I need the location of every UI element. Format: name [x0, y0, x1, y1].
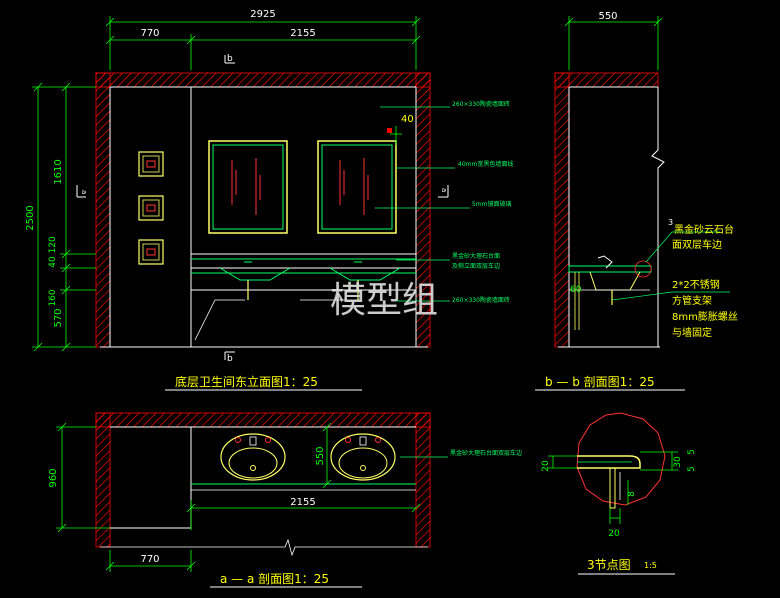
mirror-left — [208, 140, 288, 234]
section-bb-dim-550: 550 — [598, 11, 617, 22]
section-aa-dim-960: 960 — [48, 468, 59, 487]
section-aa-left-wall — [95, 412, 111, 548]
section-bb-slab — [554, 72, 659, 88]
basin-plan-right — [330, 433, 396, 481]
watermark: 模型组 — [330, 280, 438, 321]
note-mirror-glass: 5mm镜面玻璃 — [472, 200, 512, 208]
note-black-line: 40mm宽黑色墙面线 — [458, 160, 513, 168]
dim-40: 40 — [401, 114, 414, 125]
note-wall-tile-bottom: 260×330陶瓷墙面砖 — [452, 296, 510, 304]
mirror-right — [317, 140, 397, 234]
note-bb-5: 8mm膨胀螺丝 — [672, 310, 738, 323]
elevation-leaders — [375, 106, 470, 302]
dim-left-width: 770 — [140, 28, 159, 39]
elevation-dims-top — [105, 16, 421, 70]
svg-text:a: a — [440, 188, 448, 192]
node3-title: 3节点图 — [587, 558, 631, 572]
section-bb-dims — [564, 16, 663, 70]
svg-text:a: a — [80, 190, 88, 194]
vanity-countertop — [191, 253, 416, 341]
section-aa-title: a — a 剖面图1：25 — [220, 572, 329, 586]
dim-total-width: 2925 — [250, 9, 275, 20]
note-bb-4: 方管支架 — [672, 294, 712, 307]
node3-detail-circle — [576, 412, 666, 506]
dim-160: 160 — [48, 289, 58, 306]
node3-dims — [548, 451, 678, 524]
section-mark-b-top: b — [224, 54, 235, 64]
note-bb-2: 面双层车边 — [672, 238, 722, 251]
node3-dim-5b: 5 — [687, 466, 697, 472]
svg-text:b: b — [227, 354, 233, 364]
node3-countertop-profile — [577, 455, 641, 469]
node3-steel-support — [609, 467, 616, 509]
node3-dim-30: 30 — [673, 456, 683, 468]
section-bb-wall — [554, 72, 570, 348]
section-aa-note: 黑金砂大理石台面双层车边 — [450, 449, 522, 457]
section-aa-dims — [56, 422, 421, 572]
node3-dim-20-bottom: 20 — [608, 529, 620, 539]
dim-1610: 1610 — [53, 159, 64, 184]
note-wall-tile-top: 260×330陶瓷墙面砖 — [452, 100, 510, 108]
node3-scale: 1:5 — [644, 561, 657, 570]
elevation-title: 底层卫生间东立面图1：25 — [175, 374, 318, 389]
section-bb-basin — [568, 255, 652, 330]
note-bb-3: 2*2不锈钢 — [672, 278, 720, 291]
section-aa-view: 960 550 2155 770 黑金砂大理石台面双层车边 a — a 剖面图1… — [48, 412, 522, 588]
elevation-top-slab — [95, 72, 431, 88]
section-bb-leaders — [611, 231, 730, 301]
section-aa-dim-550: 550 — [315, 446, 326, 465]
section-aa-dim-770: 770 — [140, 554, 159, 565]
section-mark-b-bottom: b — [224, 351, 235, 364]
dim-570: 570 — [53, 308, 64, 327]
node3-dim-20-left: 20 — [541, 460, 551, 472]
dim-40-marker — [390, 126, 402, 145]
svg-text:b: b — [227, 54, 233, 64]
wall-accessory — [138, 151, 164, 177]
section-bb-view: 550 60 3 黑金砂云石台 面双层车边 2*2不锈钢 方管支架 8mm膨胀螺… — [535, 11, 738, 391]
elevation-view: 2925 770 2155 2500 1610 40 120 160 570 b — [25, 9, 513, 391]
section-aa-right-wall — [415, 412, 431, 548]
section-bb-marker: 3 — [668, 218, 673, 227]
elevation-dims-left — [32, 82, 96, 352]
node3-dim-8: 8 — [627, 491, 637, 497]
note-countertop-2: 及侧立面双层车边 — [452, 262, 500, 270]
dim-total-height: 2500 — [25, 205, 36, 230]
wall-accessory — [138, 239, 164, 265]
wall-accessory — [138, 195, 164, 221]
note-bb-6: 与墙固定 — [672, 326, 712, 339]
section-aa-dim-2155: 2155 — [290, 497, 315, 508]
basin-plan-left — [220, 433, 286, 481]
note-countertop-1: 黑金砂大理石台面 — [452, 252, 500, 260]
elevation-left-wall — [95, 72, 111, 348]
section-aa-top-wall — [95, 412, 431, 428]
section-bb-dim-60: 60 — [570, 285, 582, 295]
section-bb-title: b — b 剖面图1：25 — [545, 375, 655, 389]
node3-detail-view: 20 30 5 5 8 20 3节点图 1:5 — [541, 412, 697, 575]
note-bb-1: 黑金砂云石台 — [674, 223, 734, 236]
cut-mark-a-left: a — [76, 185, 88, 198]
node3-dim-5a: 5 — [687, 449, 697, 455]
dim-right-width: 2155 — [290, 28, 315, 39]
dim-40-120: 40 120 — [48, 236, 58, 268]
cut-mark-a-right: a — [438, 185, 449, 198]
